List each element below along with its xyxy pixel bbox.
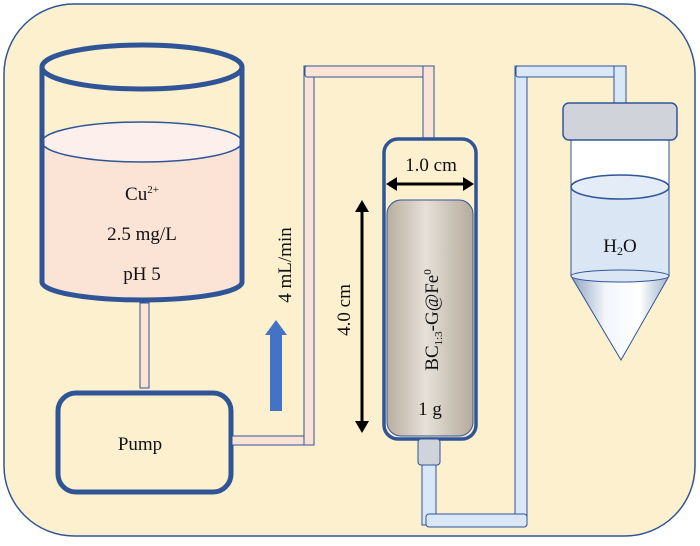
column-outlet-fitting [417,438,441,466]
pump-label: Pump [118,434,162,455]
reservoir-concentration: 2.5 mg/L [107,224,177,245]
adsorbent-material-label: BC1:3-G@Fe0 [422,269,445,371]
collection-water [570,187,670,277]
reservoir-rim [39,42,245,92]
collection-water-surface [570,174,670,200]
collection-tube: H2O [562,102,678,361]
adsorbent-bed [386,199,474,437]
column-width-label: 1.0 cm [405,155,457,176]
column-height-label: 4.0 cm [334,284,355,336]
reservoir-ion-label: Cu2+ [125,184,159,205]
outlet-tubing [421,65,627,528]
reservoir-liquid-surface [41,121,243,163]
feed-tubing [231,65,435,446]
column-width-arrow-icon [386,177,474,191]
flow-direction-arrow-icon [265,320,287,411]
reservoir-ph: pH 5 [123,264,160,285]
flow-rate-label: 4 mL/min [275,227,296,303]
collector-label: H2O [603,236,636,258]
reservoir-liquid [42,142,242,300]
feed-reservoir: Cu2+ 2.5 mg/L pH 5 [39,42,245,303]
pump-box[interactable] [55,390,234,495]
reservoir-to-pump-tube [139,302,150,389]
adsorbent-mass-label: 1 g [418,399,442,420]
adsorption-column: 1.0 cm BC1:3-G@Fe0 1 g [382,137,478,466]
column-height-arrow-icon [355,200,369,433]
collection-tube-cap[interactable] [562,102,678,141]
